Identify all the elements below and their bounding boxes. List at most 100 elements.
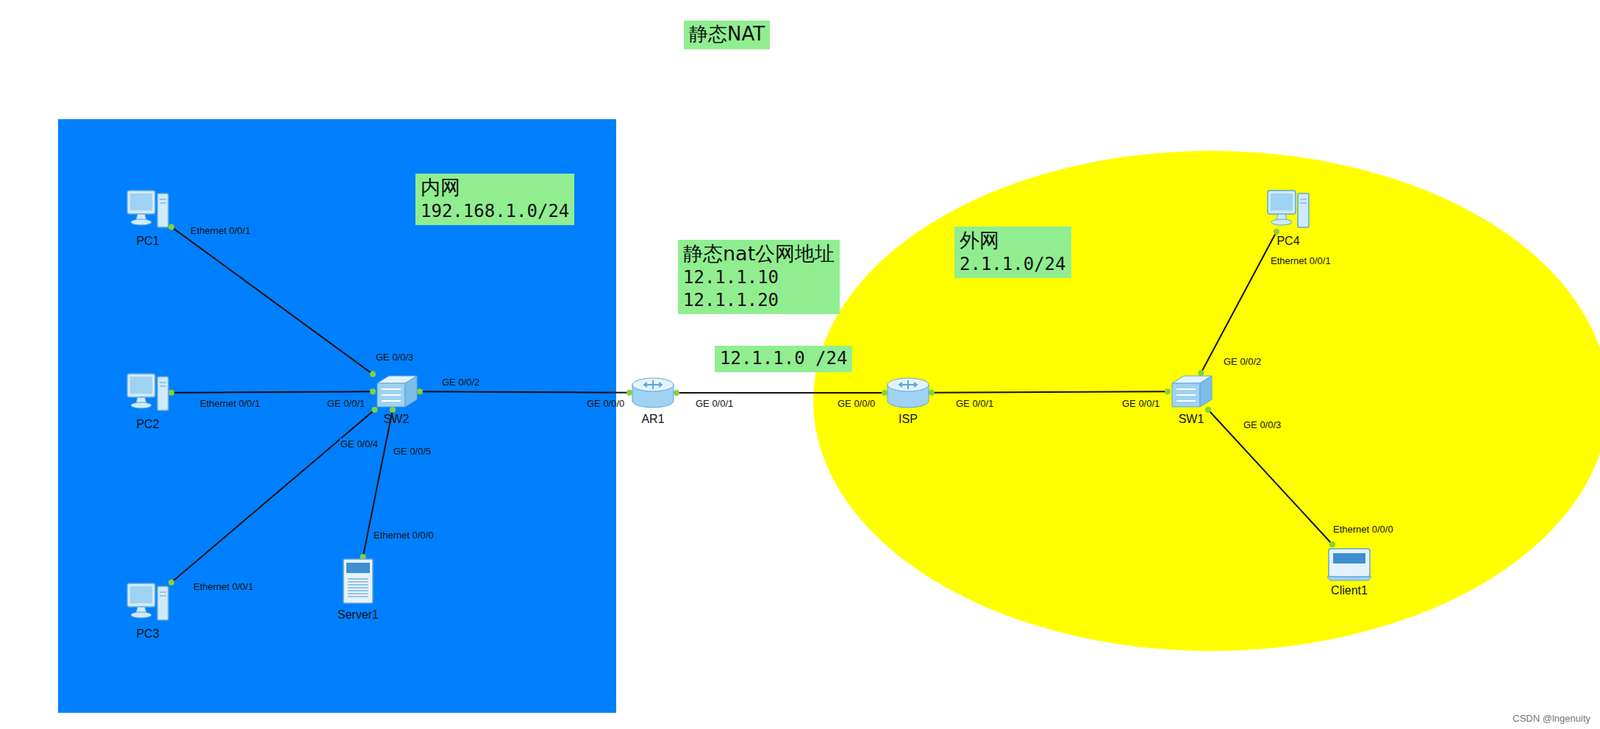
device-name: PC2 xyxy=(74,416,222,431)
tower-slot xyxy=(1300,202,1307,204)
port-label: GE 0/0/2 xyxy=(441,376,481,389)
router-arrows xyxy=(644,380,662,389)
base xyxy=(130,402,152,409)
port-dot xyxy=(1164,388,1171,395)
port-label: Ethernet 0/0/0 xyxy=(372,529,435,542)
tower xyxy=(157,376,169,411)
port-dot xyxy=(1197,369,1204,376)
tower-slot xyxy=(159,595,167,597)
device-name: PC3 xyxy=(74,626,222,641)
screen xyxy=(130,586,153,603)
port-label: Ethernet 0/0/1 xyxy=(192,580,255,593)
switch-node: SW2 xyxy=(372,372,420,410)
device-name: PC4 xyxy=(1214,233,1362,248)
pc-icon xyxy=(124,187,172,232)
ip-address: 12.1.1.20 xyxy=(683,288,835,312)
network-link xyxy=(676,391,885,394)
switch-arrow xyxy=(1176,388,1196,390)
port-dot xyxy=(1329,541,1336,548)
client-panel xyxy=(1333,552,1366,564)
client-base xyxy=(1327,576,1372,581)
monitor xyxy=(127,583,156,607)
port-dot xyxy=(1273,228,1280,235)
port-label: GE 0/0/1 xyxy=(326,397,366,410)
tower-slot xyxy=(159,386,167,387)
tower-slot xyxy=(159,591,167,593)
port-label: GE 0/0/3 xyxy=(375,351,414,364)
router-icon xyxy=(629,375,677,410)
region-name: 内网 xyxy=(420,175,570,200)
note-text: 12.1.1.0 /24 xyxy=(719,347,848,370)
server-slot xyxy=(347,580,369,582)
monitor xyxy=(127,190,156,214)
tower xyxy=(1297,193,1309,228)
server-slot xyxy=(347,577,369,579)
lan-region: PC1PC2PC3 SW2Server1 内网192.168.1.0/24 xyxy=(58,119,617,713)
client-icon xyxy=(1325,544,1373,581)
router-node: AR1 xyxy=(629,375,677,410)
tower xyxy=(157,193,169,228)
port-label: GE 0/0/1 xyxy=(955,397,995,410)
tower-slot xyxy=(159,199,167,200)
tower-slot xyxy=(1300,199,1307,200)
port-dot xyxy=(168,223,175,230)
port-label: GE 0/0/5 xyxy=(392,445,432,458)
device-name: PC1 xyxy=(74,233,222,248)
region-label-box: 外网2.1.1.0/24 xyxy=(954,226,1072,278)
port-label: Ethernet 0/0/0 xyxy=(1332,523,1395,536)
screen xyxy=(130,376,153,394)
switch-arrow xyxy=(381,400,401,402)
base xyxy=(130,219,152,225)
port-dot xyxy=(389,406,396,413)
note-box: 静态nat公网地址12.1.1.1012.1.1.20 xyxy=(677,239,840,314)
region-label-box: 内网192.168.1.0/24 xyxy=(415,173,575,225)
tower-slot xyxy=(159,382,167,384)
router-top xyxy=(887,377,929,392)
switch-arrow xyxy=(381,394,401,396)
switch-icon xyxy=(1167,372,1215,410)
server-slot xyxy=(347,592,369,594)
port-dot xyxy=(416,388,423,395)
title-box: 静态NAT xyxy=(683,20,770,50)
switch-front xyxy=(377,383,406,407)
title: 静态NAT xyxy=(688,22,765,48)
monitor xyxy=(127,373,156,398)
port-label: Ethernet 0/0/1 xyxy=(1269,255,1332,267)
device-name: Server1 xyxy=(284,607,432,622)
device-name: SW1 xyxy=(1117,411,1265,426)
port-label: Ethernet 0/0/1 xyxy=(189,225,252,237)
client-node: Client1 xyxy=(1325,544,1373,581)
switch-side xyxy=(405,375,417,407)
switch-arrow xyxy=(1176,394,1196,396)
server-slot xyxy=(347,583,369,585)
screen xyxy=(1270,193,1293,211)
server-node: Server1 xyxy=(341,556,375,606)
device-name: AR1 xyxy=(579,411,727,426)
port-label: GE 0/0/0 xyxy=(836,397,876,410)
region-name: 外网 xyxy=(959,227,1067,253)
screen xyxy=(130,193,153,211)
port-dot xyxy=(372,406,378,413)
ip-address: 12.1.1.10 xyxy=(683,266,835,289)
client-case xyxy=(1328,548,1370,577)
server-slot xyxy=(347,595,369,597)
port-dot xyxy=(881,389,888,396)
server-icon xyxy=(341,556,375,606)
switch-icon xyxy=(372,372,420,410)
device-name: SW2 xyxy=(322,411,470,426)
wan-region: ISP SW1 PC4Client1 外网2.1.1.0/24 xyxy=(813,150,1600,651)
subnet-address: 192.168.1.0/24 xyxy=(420,200,570,223)
pc-icon xyxy=(124,580,172,625)
port-label: GE 0/0/3 xyxy=(1242,419,1282,431)
port-dot xyxy=(1205,406,1212,413)
device-name: ISP xyxy=(834,411,982,426)
monitor xyxy=(1267,190,1296,214)
base xyxy=(1271,219,1292,225)
port-dot xyxy=(168,579,175,586)
router-top xyxy=(632,377,674,392)
base xyxy=(130,611,152,618)
port-dot xyxy=(626,389,633,396)
subnet-address: 2.1.1.0/24 xyxy=(959,252,1067,276)
tower xyxy=(157,586,169,620)
port-dot xyxy=(369,388,376,395)
